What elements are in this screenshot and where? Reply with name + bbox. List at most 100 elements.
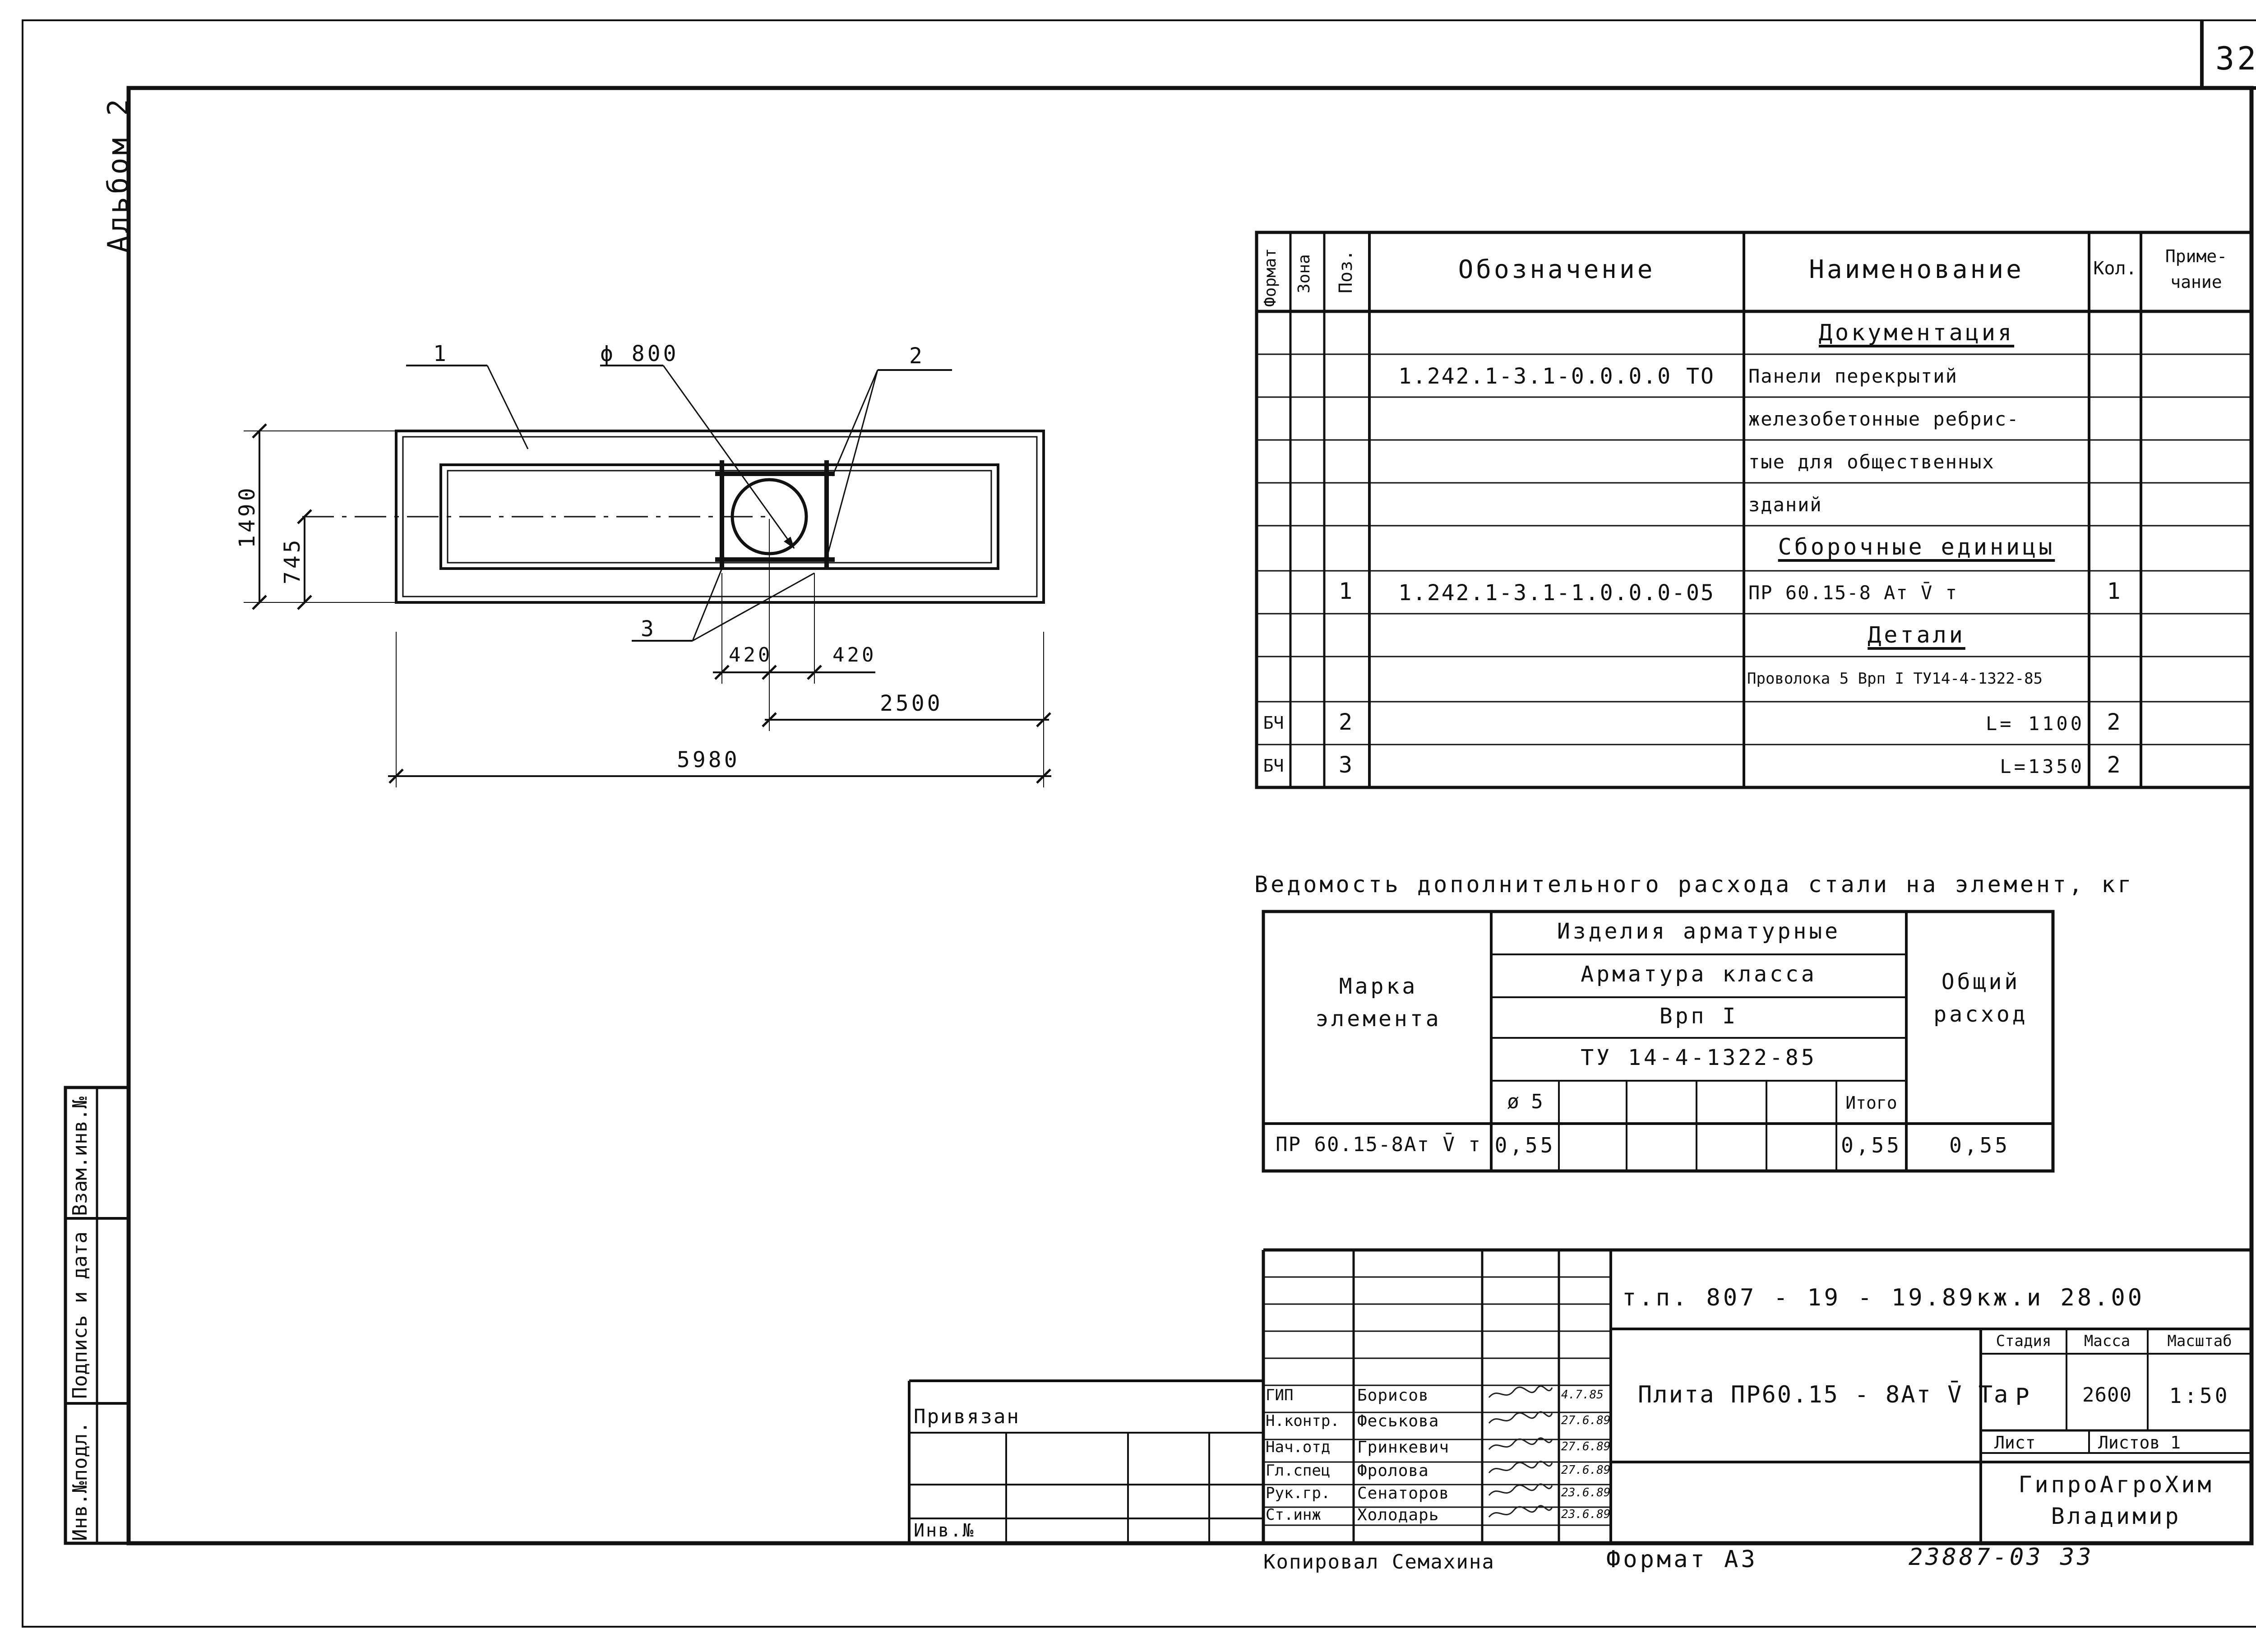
signature-icon	[1487, 1436, 1554, 1457]
spec-cell-designation: 1.242.1-3.1-0.0.0.0 ТО	[1398, 364, 1715, 389]
spec-cell-name: L= 1100	[1985, 713, 2085, 735]
signature-icon	[1487, 1504, 1554, 1524]
person-date: 27.6.89	[1561, 1440, 1611, 1453]
steel-class-header: Арматура класса	[1581, 962, 1817, 987]
spec-cell-name: тые для общественных	[1748, 451, 1995, 473]
title-mass-label: Масса	[2084, 1332, 2131, 1350]
steel-row-mark: ПР 60.15-8Ат V̄ т	[1276, 1133, 1481, 1156]
dim-half-length: 2500	[880, 691, 943, 716]
bottom-code: 23887-03 33	[1909, 1544, 2094, 1571]
title-sheets-label: Листов 1	[2098, 1433, 2181, 1453]
dim-offset-right: 420	[832, 643, 877, 666]
spec-cell-name: Проволока 5 Врп I ТУ14-4-1322-85	[1747, 670, 2043, 688]
person-role: ГИП	[1266, 1386, 1294, 1404]
format-label: Формат А3	[1606, 1546, 1758, 1573]
title-main: Плита ПР60.15 - 8Ат V̄ Та	[1638, 1381, 2010, 1408]
callout-1: 1	[433, 341, 449, 366]
spec-cell-name: ПР 60.15-8 Ат V̄ т	[1748, 582, 1958, 604]
title-scale: 1:50	[2169, 1384, 2230, 1408]
copied-by: Копировал Семахина	[1263, 1550, 1495, 1573]
page-number: 32	[2215, 40, 2256, 77]
side-stamp-vzam-inv: Взам.инв.№	[69, 1097, 92, 1216]
person-role: Ст.инж	[1266, 1506, 1321, 1524]
person-date: 23.6.89	[1561, 1508, 1611, 1521]
steel-table-title: Ведомость дополнительного расхода стали …	[1254, 871, 2134, 898]
title-doc-code: т.п. 807 - 19 - 19.89	[1622, 1284, 1976, 1311]
person-date: 27.6.89	[1561, 1463, 1611, 1477]
spec-cell-qty: 2	[2107, 709, 2123, 735]
spec-cell-qty: 2	[2107, 752, 2123, 778]
person-name: Борисов	[1357, 1386, 1429, 1405]
steel-standard: ТУ 14-4-1322-85	[1581, 1045, 1817, 1070]
person-role: Н.контр.	[1266, 1412, 1340, 1430]
callout-3: 3	[641, 616, 656, 642]
title-sheet-label: Лист	[1994, 1433, 2036, 1453]
spec-cell-designation: 1.242.1-3.1-1.0.0.0-05	[1398, 580, 1715, 606]
person-date: 23.6.89	[1561, 1486, 1611, 1499]
dim-height-half: 745	[280, 537, 305, 584]
steel-sub-total: Итого	[1845, 1093, 1897, 1113]
person-role: Рук.гр.	[1266, 1484, 1331, 1502]
hole-diameter-label: ϕ 800	[600, 341, 679, 366]
dim-offset-left: 420	[729, 643, 773, 666]
side-stamp-sign-date: Подпись и дата	[69, 1231, 92, 1399]
person-date: 27.6.89	[1561, 1414, 1611, 1427]
steel-row-total: 0,55	[1949, 1133, 2010, 1157]
title-mass: 2600	[2082, 1384, 2132, 1407]
spec-header-name: Наименование	[1809, 255, 2024, 284]
title-stage: Р	[2015, 1384, 2032, 1411]
inv-no-label: Инв.№	[914, 1520, 975, 1541]
spec-cell-pos: 1	[1338, 578, 1355, 604]
callout-2: 2	[909, 343, 925, 369]
spec-header-format: Формат	[1261, 248, 1280, 307]
spec-cell-pos: 2	[1338, 709, 1355, 735]
spec-header-note: Приме-чание	[2165, 246, 2228, 292]
signature-icon	[1487, 1384, 1554, 1405]
person-role: Гл.спец	[1266, 1462, 1331, 1480]
spec-header-pos: Поз.	[1336, 250, 1356, 293]
signature-icon	[1487, 1459, 1554, 1480]
steel-col-mark: Марка элемента	[1315, 974, 1442, 1032]
spec-cell-name: Панели перекрытий	[1748, 365, 1958, 387]
side-stamp-inv-podl: Инв.№подл.	[69, 1421, 92, 1541]
spec-cell-qty: 1	[2107, 578, 2123, 604]
title-city: Владимир	[2051, 1503, 2182, 1529]
spec-cell-name: Документация	[1818, 319, 2015, 346]
title-stage-label: Стадия	[1996, 1332, 2052, 1350]
spec-cell-format: БЧ	[1263, 713, 1284, 733]
dim-length-total: 5980	[677, 747, 740, 773]
title-album-code: кж.и 28.00	[1976, 1284, 2145, 1311]
person-date: 4.7.85	[1561, 1388, 1604, 1402]
album-label: Альбом 2	[102, 96, 134, 253]
spec-header-qty: Кол.	[2093, 258, 2137, 279]
spec-cell-name: Детали	[1868, 622, 1965, 648]
spec-cell-name: зданий	[1748, 494, 1822, 516]
steel-row-d5: 0,55	[1494, 1133, 1556, 1157]
person-name: Фролова	[1357, 1462, 1429, 1480]
privyazan-label: Привязан	[914, 1405, 1020, 1428]
spec-cell-name: железобетонные ребрис-	[1748, 408, 2020, 430]
spec-cell-name: Сборочные единицы	[1778, 534, 2055, 560]
person-name: Гринкевич	[1357, 1438, 1450, 1457]
spec-cell-pos: 3	[1338, 752, 1355, 778]
title-scale-label: Масштаб	[2167, 1332, 2232, 1350]
steel-sub-d5: ø 5	[1507, 1090, 1543, 1113]
spec-cell-format: БЧ	[1263, 756, 1284, 776]
title-org: ГипроАгроХим	[2018, 1472, 2214, 1498]
steel-class-value: Врп I	[1659, 1004, 1738, 1029]
dim-height-total: 1490	[235, 485, 260, 548]
spec-cell-name: L=1350	[2000, 755, 2085, 777]
steel-row-itogo: 0,55	[1841, 1133, 1902, 1157]
spec-header-designation: Обозначение	[1458, 255, 1655, 284]
steel-col-total: Общий расход	[1933, 969, 2028, 1027]
person-role: Нач.отд	[1266, 1438, 1331, 1456]
person-name: Феськова	[1357, 1412, 1439, 1430]
spec-header-zone: Зона	[1295, 254, 1313, 293]
signature-icon	[1487, 1482, 1554, 1503]
person-name: Сенаторов	[1357, 1484, 1450, 1503]
person-name: Холодарь	[1357, 1506, 1439, 1524]
steel-group-header: Изделия арматурные	[1557, 919, 1841, 944]
signature-icon	[1487, 1410, 1554, 1430]
